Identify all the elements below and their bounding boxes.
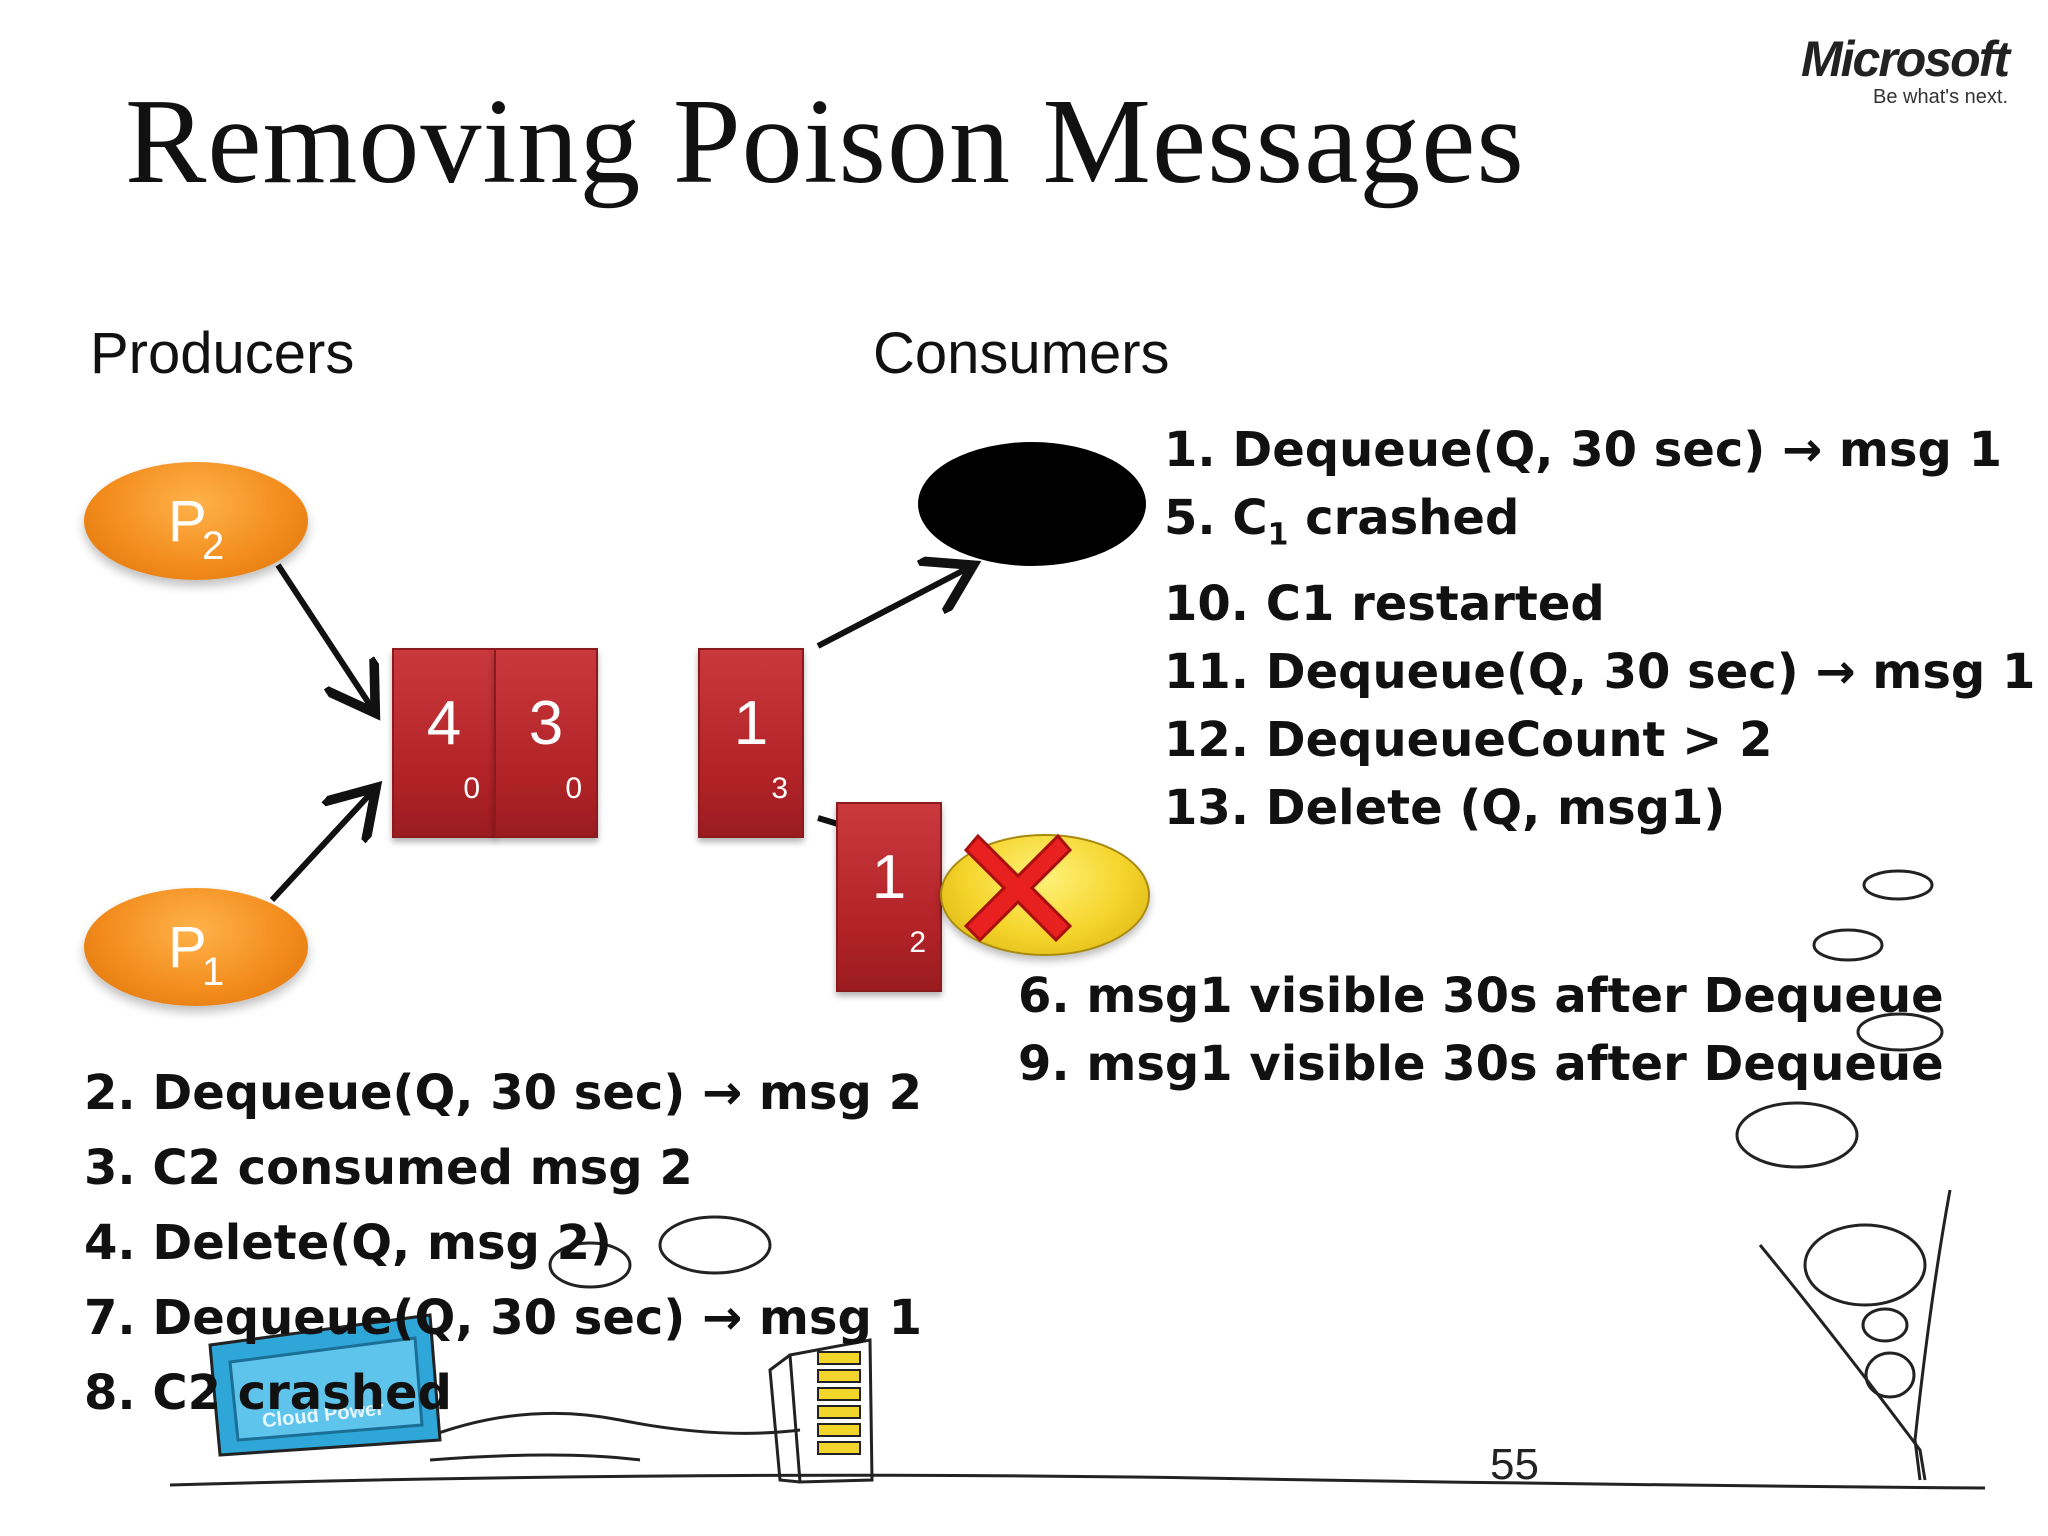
list-item: 8. C2 crashed bbox=[84, 1365, 452, 1421]
list-item: 2. Dequeue(Q, 30 sec) → msg 2 bbox=[84, 1065, 922, 1121]
dequeue-count: 0 bbox=[463, 772, 480, 805]
producers-label: Producers bbox=[90, 321, 355, 386]
list-item: 5. C1 crashed bbox=[1164, 484, 2035, 570]
arrow-msg-to-c1 bbox=[816, 568, 968, 649]
list-item: 7. Dequeue(Q, 30 sec) → msg 1 bbox=[84, 1290, 922, 1346]
queue-message: 4 0 bbox=[392, 648, 496, 838]
producer-p2: P 2 bbox=[84, 462, 308, 580]
in-flight-message-c2: 1 2 bbox=[836, 802, 942, 992]
list-item: 4. Delete(Q, msg 2) bbox=[84, 1215, 612, 1271]
visibility-notes: 6. msg1 visible 30s after Dequeue 9. msg… bbox=[1018, 962, 1944, 1098]
list-item: 11. Dequeue(Q, 30 sec) → msg 1 bbox=[1164, 643, 2036, 700]
message-id: 1 bbox=[733, 689, 769, 758]
list-item: 6. msg1 visible 30s after Dequeue bbox=[1018, 968, 1944, 1024]
page-title: Removing Poison Messages bbox=[125, 74, 1525, 209]
producer-p1-subscript: 1 bbox=[202, 950, 225, 994]
crash-step-subscript: 1 bbox=[1267, 517, 1289, 553]
in-flight-message-c1: 1 3 bbox=[698, 648, 804, 838]
message-id: 1 bbox=[871, 843, 907, 912]
list-item: 10. C1 restarted bbox=[1164, 575, 1605, 632]
consumer-c2-steps: 2. Dequeue(Q, 30 sec) → msg 2 3. C2 cons… bbox=[84, 1056, 922, 1431]
producer-p1-label: P bbox=[168, 915, 207, 980]
dequeue-count: 2 bbox=[909, 926, 926, 959]
list-item: 1. Dequeue(Q, 30 sec) → msg 1 bbox=[1164, 422, 2002, 478]
logo-wordmark: Microsoft bbox=[1801, 31, 2010, 87]
arrow-p1-to-queue bbox=[269, 792, 372, 903]
list-item: 9. msg1 visible 30s after Dequeue bbox=[1018, 1036, 1944, 1092]
list-item: 3. C2 consumed msg 2 bbox=[84, 1140, 693, 1196]
list-item: 13. Delete (Q, msg1) bbox=[1164, 779, 1726, 836]
crash-step-suffix: crashed bbox=[1288, 490, 1520, 546]
producer-p2-label: P bbox=[168, 489, 207, 554]
consumers-label: Consumers bbox=[873, 321, 1170, 386]
producer-p1: P 1 bbox=[84, 888, 308, 1006]
arrow-msg-to-c2 bbox=[817, 815, 839, 827]
microsoft-logo: Microsoft Be what's next. bbox=[1801, 30, 2010, 109]
dequeue-count: 0 bbox=[565, 772, 582, 805]
logo-tagline: Be what's next. bbox=[1873, 86, 2008, 108]
queue-message: 3 0 bbox=[494, 648, 598, 838]
page-number: 55 bbox=[1490, 1440, 1539, 1489]
dequeue-count: 3 bbox=[771, 772, 788, 805]
consumer-c1-steps: 1. Dequeue(Q, 30 sec) → msg 1 5. C1 cras… bbox=[1164, 416, 2035, 842]
crash-x-icon bbox=[963, 833, 1073, 943]
message-id: 3 bbox=[528, 689, 564, 758]
producer-p2-subscript: 2 bbox=[202, 524, 225, 568]
crash-step-prefix: 5. C bbox=[1164, 490, 1268, 546]
arrow-p2-to-queue bbox=[275, 563, 372, 708]
list-item: 12. DequeueCount > 2 bbox=[1164, 711, 1773, 768]
consumer-c1 bbox=[918, 442, 1146, 566]
message-id: 4 bbox=[426, 689, 462, 758]
